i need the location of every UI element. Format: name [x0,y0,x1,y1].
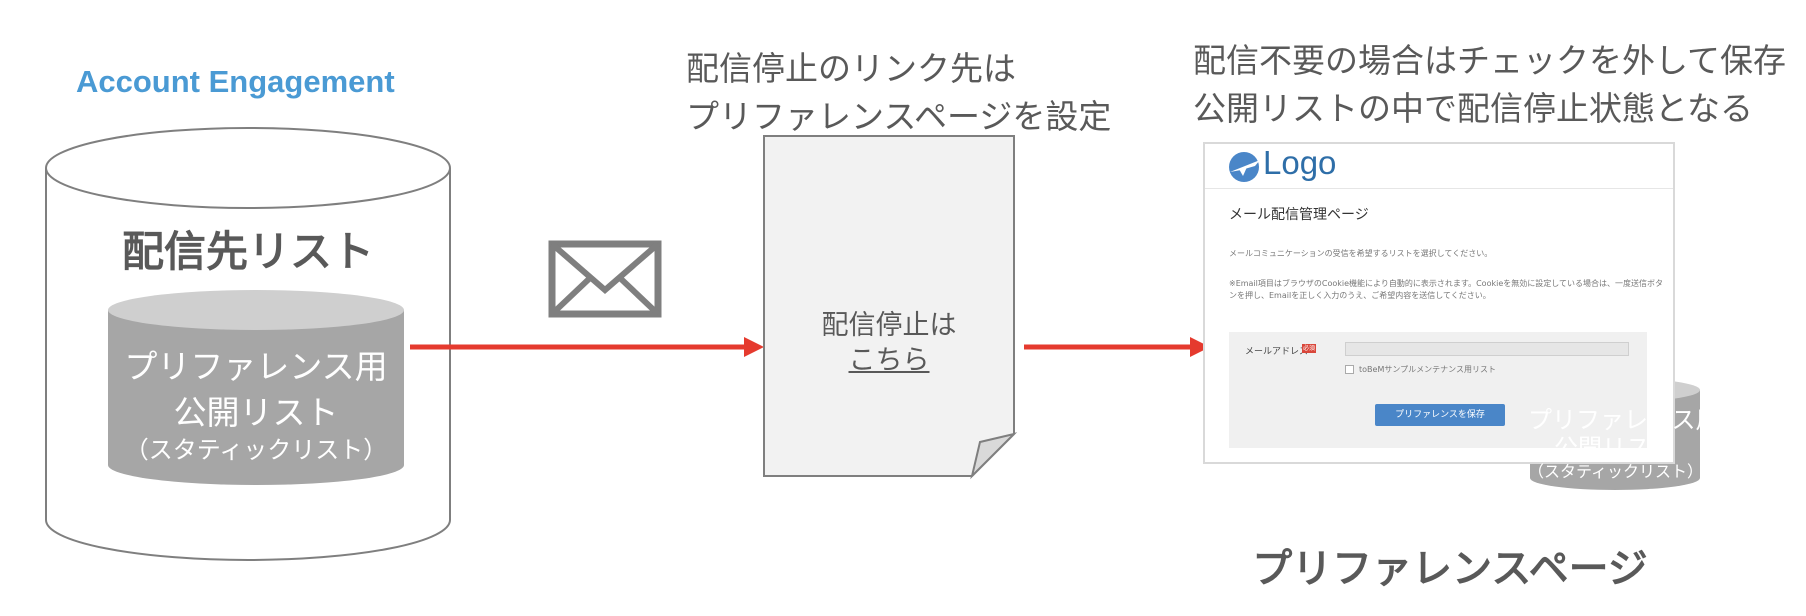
unsubscribe-text: 配信停止は [821,310,957,341]
mockup-page-title: メール配信管理ページ [1229,207,1369,223]
middle-caption-line1: 配信停止のリンク先は [686,49,1016,88]
right-caption-line1: 配信不要の場合はチェックを外して保存 [1193,41,1787,80]
inner-list-cylinder [108,290,404,485]
unsubscribe-link[interactable]: こちら [848,345,930,376]
middle-caption-line2: プリファレンスページを設定 [686,97,1112,136]
mockup-header: Logo [1205,144,1673,189]
logo-text: Logo [1263,144,1337,181]
preference-form: メールアドレス 必須 toBeMサンプルメンテナンス用リスト プリファレンスを保… [1229,332,1647,448]
brand-title: Account Engagement [76,64,395,99]
small-list-label-line2: 公開リスト [1554,434,1674,462]
arrow-to-email [410,337,764,357]
inner-list-label-line3: （スタティックリスト） [124,436,388,464]
mockup-description: メールコミュニケーションの受信を希望するリストを選択してください。 [1229,249,1493,258]
database-title: 配信先リスト [121,227,374,276]
preference-page-label: プリファレンスページ [1252,546,1648,592]
airplane-logo-icon [1229,152,1260,182]
inner-list-label-line1: プリファレンス用 [124,347,388,386]
required-badge: 必須 [1302,344,1316,353]
arrow-to-preference-page [1024,337,1210,357]
list-name-label: toBeMサンプルメンテナンス用リスト [1359,365,1496,374]
mockup-cookie-note: ※Email項目はブラウザのCookie機能により自動的に表示されます。Cook… [1229,279,1663,300]
preference-page-mockup: Logo メール配信管理ページ メールコミュニケーションの受信を希望するリストを… [1203,142,1675,464]
envelope-icon [548,240,662,318]
save-preferences-button[interactable]: プリファレンスを保存 [1375,404,1505,426]
small-list-label-line1: プリファレンス用 [1528,406,1720,434]
inner-list-label-line2: 公開リスト [173,393,339,432]
list-checkbox[interactable] [1345,365,1354,374]
email-document [763,135,1018,480]
right-caption-line2: 公開リストの中で配信停止状態となる [1193,89,1754,128]
email-input[interactable] [1345,342,1629,356]
email-label: メールアドレス [1245,347,1309,357]
small-list-label-line3: （スタティックリスト） [1528,462,1704,481]
